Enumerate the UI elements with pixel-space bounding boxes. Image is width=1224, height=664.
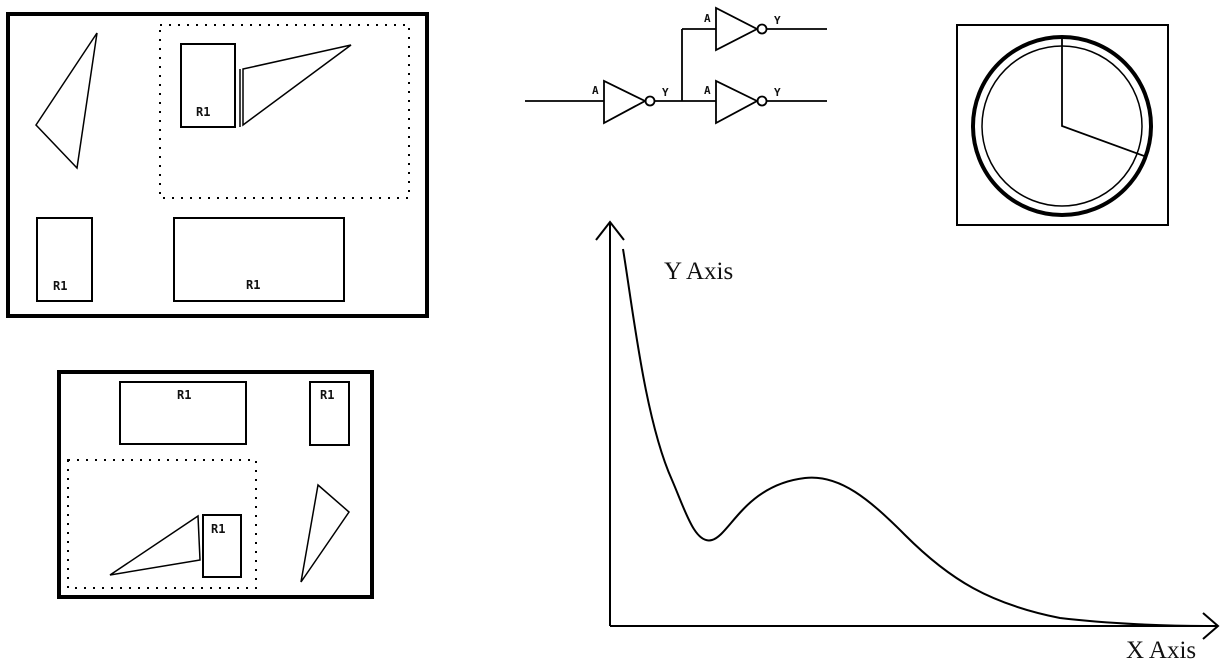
pie-dial-figure xyxy=(956,24,1169,226)
graph-y-axis-label: Y Axis xyxy=(664,258,733,285)
inverter-gate-3 xyxy=(715,79,759,125)
layout-top-rect-r1-a-label: R1 xyxy=(196,105,210,119)
layout-bottom-rect-r1-b-label: R1 xyxy=(320,388,334,402)
graph-y-axis-arrowhead xyxy=(595,220,625,241)
graph-x-axis-arrowhead xyxy=(1202,612,1220,640)
layout-bottom-rect-r1-a-label: R1 xyxy=(177,388,191,402)
layout-top: R1 R1 R1 xyxy=(6,12,429,318)
inverter-gate-2-bubble xyxy=(756,23,768,35)
layout-bottom-triangle-right xyxy=(300,483,350,583)
layout-top-frame xyxy=(6,12,429,318)
layout-bottom-frame xyxy=(57,370,374,599)
inverter-gate-2-output-label: Y xyxy=(774,14,781,27)
layout-top-rect-r1-a xyxy=(180,43,236,128)
graph-curve xyxy=(622,248,1206,627)
layout-bottom-selection-box xyxy=(67,459,257,589)
function-graph: Y Axis X Axis xyxy=(595,220,1220,664)
inverter-gate-1-input-label: A xyxy=(592,84,599,97)
layout-bottom-rect-r1-a xyxy=(119,381,247,445)
layout-bottom-rect-r1-b xyxy=(309,381,350,446)
pie-dial-slice xyxy=(1061,36,1148,158)
layout-top-rect-r1-b xyxy=(36,217,93,302)
layout-bottom-rect-r1-c xyxy=(202,514,242,578)
inverter-gate-3-bubble xyxy=(756,95,768,107)
inverter-gate-2-input-label: A xyxy=(704,12,711,25)
inverter-gate-3-input-label: A xyxy=(704,84,711,97)
inverter-gate-2 xyxy=(715,6,759,52)
layout-top-rect-r1-c xyxy=(173,217,345,302)
inverter-gate-1 xyxy=(603,79,647,125)
inverter-gate-1-bubble xyxy=(644,95,656,107)
layout-top-triangle-left xyxy=(35,32,98,170)
graph-x-axis-label: X Axis xyxy=(1126,637,1196,664)
layout-top-triangle-selected xyxy=(242,44,352,127)
inverter-gate-1-output-label: Y xyxy=(662,86,669,99)
layout-bottom: R1 R1 R1 xyxy=(57,370,374,599)
layout-bottom-rect-r1-c-label: R1 xyxy=(211,522,225,536)
inverter-circuit: A Y A Y A Y xyxy=(525,6,827,125)
layout-top-selection-box xyxy=(159,24,410,199)
layout-bottom-triangle-selected xyxy=(109,514,201,576)
layout-top-rect-r1-b-label: R1 xyxy=(53,279,67,293)
layout-top-rect-r1-c-label: R1 xyxy=(246,278,260,292)
pie-dial-frame xyxy=(956,24,1169,226)
inverter-gate-3-output-label: Y xyxy=(774,86,781,99)
